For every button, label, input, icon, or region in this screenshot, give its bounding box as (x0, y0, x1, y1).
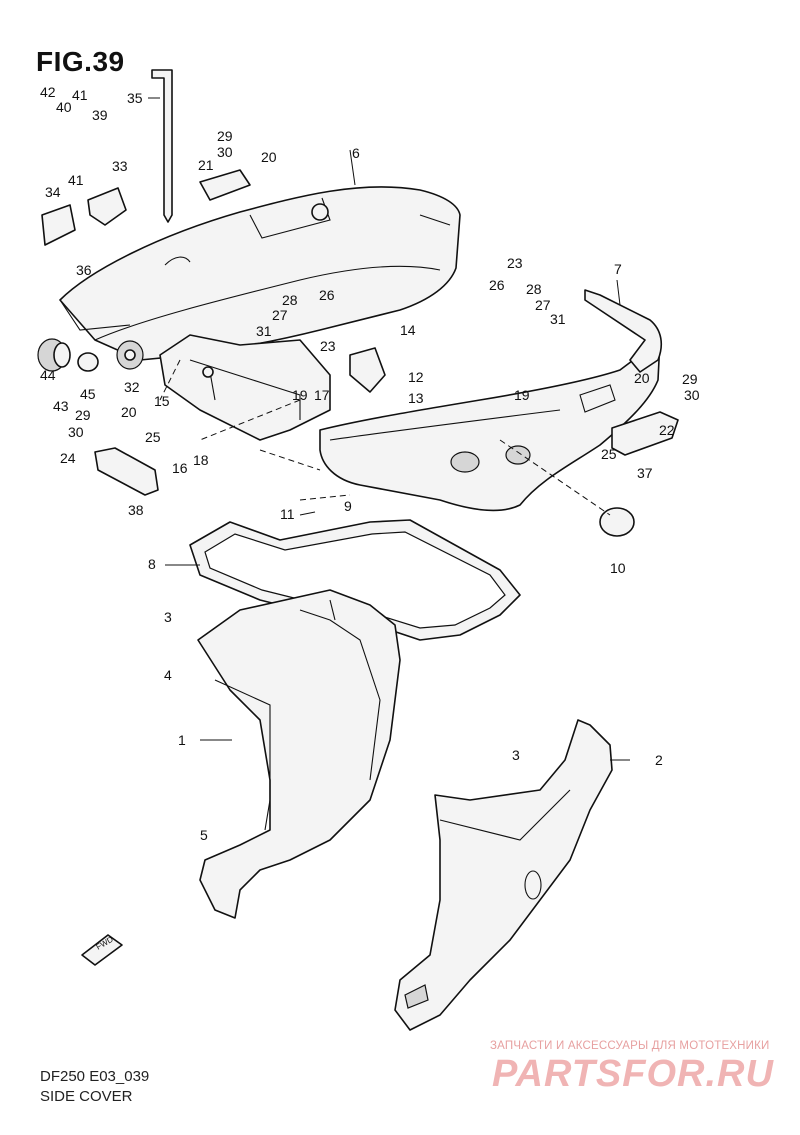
part-22-latch-handle-right (611, 411, 679, 456)
watermark-logo: PARTSFOR.RU (492, 1053, 774, 1095)
callout-36: 36 (76, 262, 92, 278)
callout-20c: 20 (634, 370, 650, 386)
figure-caption: SIDE COVER (40, 1088, 133, 1105)
callout-8: 8 (148, 556, 156, 572)
callout-38: 38 (128, 502, 144, 518)
callout-4: 4 (164, 667, 172, 683)
callout-28a: 28 (282, 292, 298, 308)
callout-29c: 29 (682, 371, 698, 387)
callout-17: 17 (314, 387, 330, 403)
part-35-cable-tie (151, 69, 173, 223)
part-32-grommet (116, 340, 144, 370)
callout-20b: 20 (121, 404, 137, 420)
watermark-tagline: ЗАПЧАСТИ И АКСЕССУАРЫ ДЛЯ МОТОТЕХНИКИ (490, 1040, 770, 1052)
part-33-bracket (87, 187, 127, 226)
callout-20a: 20 (261, 149, 277, 165)
callout-23a: 23 (320, 338, 336, 354)
part-24-latch-handle-left (94, 447, 159, 496)
callout-labels: 1 2 3 3 4 5 6 7 8 9 10 11 12 13 14 15 16… (40, 84, 700, 843)
callout-14: 14 (400, 322, 416, 338)
callout-22: 22 (659, 422, 675, 438)
callout-18: 18 (193, 452, 209, 468)
part-7-right-cover-shell (319, 289, 663, 512)
callout-23b: 23 (507, 255, 523, 271)
part-34-lever (41, 204, 76, 246)
callout-29b: 29 (75, 407, 91, 423)
callout-3b: 3 (512, 747, 520, 763)
callout-10: 10 (610, 560, 626, 576)
callout-12: 12 (408, 369, 424, 385)
callout-27a: 27 (272, 307, 288, 323)
part-44-grommet (37, 338, 71, 372)
callout-27b: 27 (535, 297, 551, 313)
callout-30a: 30 (217, 144, 233, 160)
callout-25b: 25 (601, 446, 617, 462)
part-45-plug (77, 352, 99, 372)
callout-29a: 29 (217, 128, 233, 144)
part-2-right-lower-cover (394, 719, 613, 1031)
callout-13: 13 (408, 390, 424, 406)
callout-19a: 19 (292, 387, 308, 403)
part-15-lower-bracket (159, 334, 331, 441)
callout-19b: 19 (514, 387, 530, 403)
callout-45: 45 (80, 386, 96, 402)
callout-30c: 30 (684, 387, 700, 403)
callout-35: 35 (127, 90, 143, 106)
callout-41b: 41 (68, 172, 84, 188)
figure-code: DF250 E03_039 (40, 1068, 150, 1085)
callout-37: 37 (637, 465, 653, 481)
callout-31b: 31 (550, 311, 566, 327)
callout-41a: 41 (72, 87, 88, 103)
callout-3a: 3 (164, 609, 172, 625)
callout-6: 6 (352, 145, 360, 161)
callout-30b: 30 (68, 424, 84, 440)
callout-15: 15 (154, 393, 170, 409)
figure-title: FIG.39 (36, 46, 125, 77)
callout-25a: 25 (145, 429, 161, 445)
callout-21: 21 (198, 157, 214, 173)
part-1-left-lower-cover (197, 589, 401, 919)
callout-40: 40 (56, 99, 72, 115)
callout-34: 34 (45, 184, 61, 200)
callout-7: 7 (614, 261, 622, 277)
callout-44: 44 (40, 367, 56, 383)
callout-24: 24 (60, 450, 76, 466)
callout-11: 11 (280, 506, 295, 522)
part-10-plug (599, 507, 635, 537)
callout-2: 2 (655, 752, 663, 768)
callout-9: 9 (344, 498, 352, 514)
callout-39: 39 (92, 107, 108, 123)
callout-33: 33 (112, 158, 128, 174)
part-fwd-arrow: FWD (81, 934, 123, 966)
callout-32: 32 (124, 379, 140, 395)
callout-16: 16 (172, 460, 188, 476)
callout-28b: 28 (526, 281, 542, 297)
callout-43: 43 (53, 398, 69, 414)
callout-31a: 31 (256, 323, 272, 339)
part-12-bracket (349, 347, 386, 393)
callout-1: 1 (178, 732, 186, 748)
callout-26a: 26 (319, 287, 335, 303)
callout-42: 42 (40, 84, 56, 100)
callout-26b: 26 (489, 277, 505, 293)
callout-5: 5 (200, 827, 208, 843)
part-21-clip (199, 169, 251, 201)
